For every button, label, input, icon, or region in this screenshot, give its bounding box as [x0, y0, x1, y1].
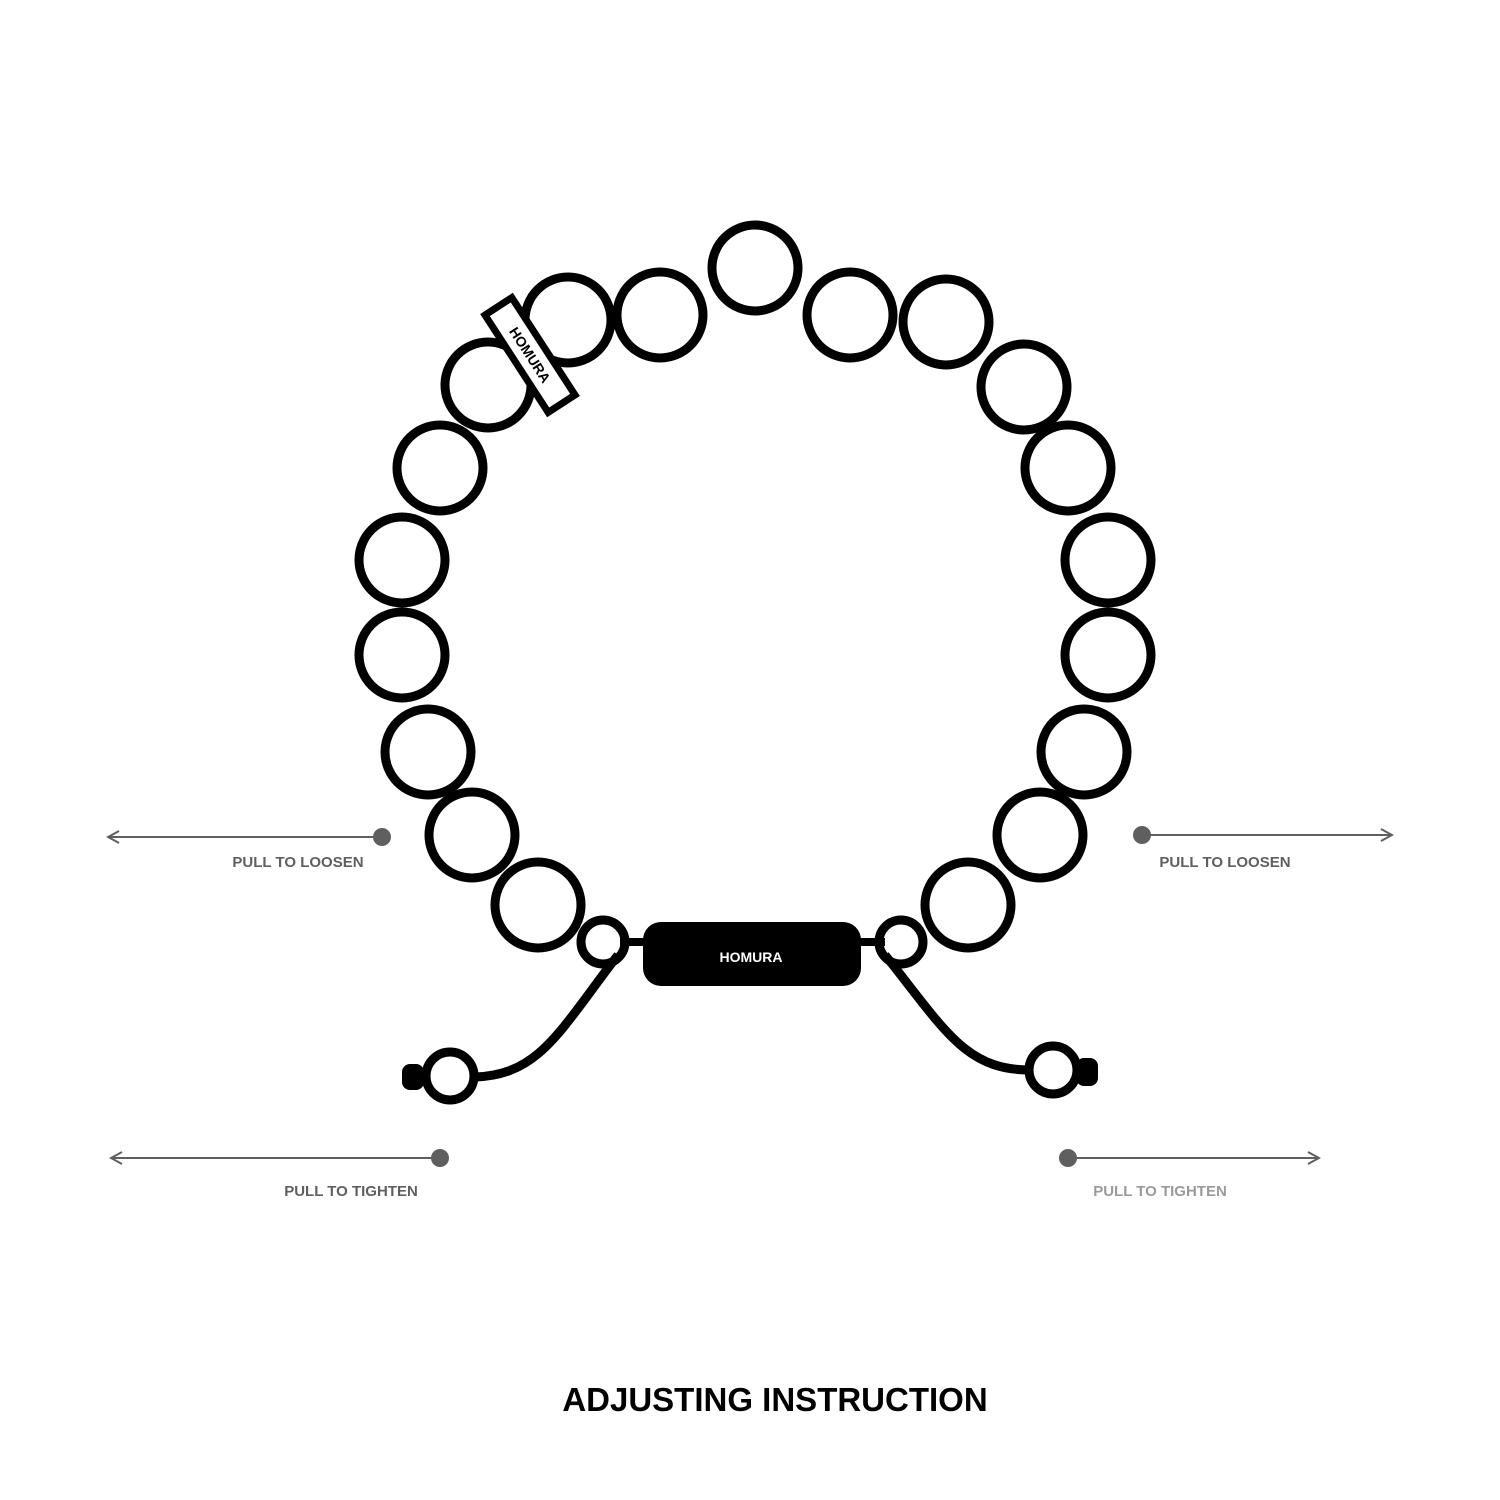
bead — [1060, 607, 1156, 703]
bead — [1036, 704, 1132, 800]
right-tighten-label: PULL TO TIGHTEN — [1093, 1183, 1227, 1200]
right-tighten-dot — [1059, 1149, 1077, 1167]
bead — [380, 704, 476, 800]
left-tighten-label: PULL TO TIGHTEN — [284, 1183, 418, 1200]
left-loosen-dot — [373, 828, 391, 846]
left-end-knot — [402, 1064, 424, 1090]
bead-group — [354, 220, 1156, 969]
right-end-knot — [1076, 1058, 1098, 1086]
bead — [354, 607, 450, 703]
bead — [920, 857, 1016, 953]
cord-ends — [474, 952, 1031, 1082]
bead — [976, 339, 1072, 435]
bead — [992, 787, 1088, 883]
left-tighten-dot — [431, 1149, 449, 1167]
end-beads — [421, 1041, 1082, 1105]
arrows — [108, 826, 1392, 1167]
bead — [424, 787, 520, 883]
bead — [1020, 420, 1116, 516]
right-loosen-dot — [1133, 826, 1151, 844]
page-title: ADJUSTING INSTRUCTION — [562, 1381, 987, 1418]
right-loosen-label: PULL TO LOOSEN — [1159, 854, 1290, 871]
bead — [392, 420, 488, 516]
bead — [1060, 512, 1156, 608]
right-cord — [881, 952, 1031, 1075]
knot-brand-text: HOMURA — [720, 949, 783, 965]
bead — [354, 512, 450, 608]
cord-end-knots — [402, 1058, 1098, 1090]
left-cord — [474, 952, 622, 1082]
left-loosen-label: PULL TO LOOSEN — [232, 854, 363, 871]
sliding-knot: HOMURA — [620, 922, 885, 986]
left-end-bead — [421, 1047, 479, 1105]
bead — [612, 267, 708, 363]
bead — [490, 857, 586, 953]
bead — [707, 220, 803, 316]
bead — [802, 267, 898, 363]
bead — [898, 274, 994, 370]
right-end-bead — [1024, 1041, 1082, 1099]
